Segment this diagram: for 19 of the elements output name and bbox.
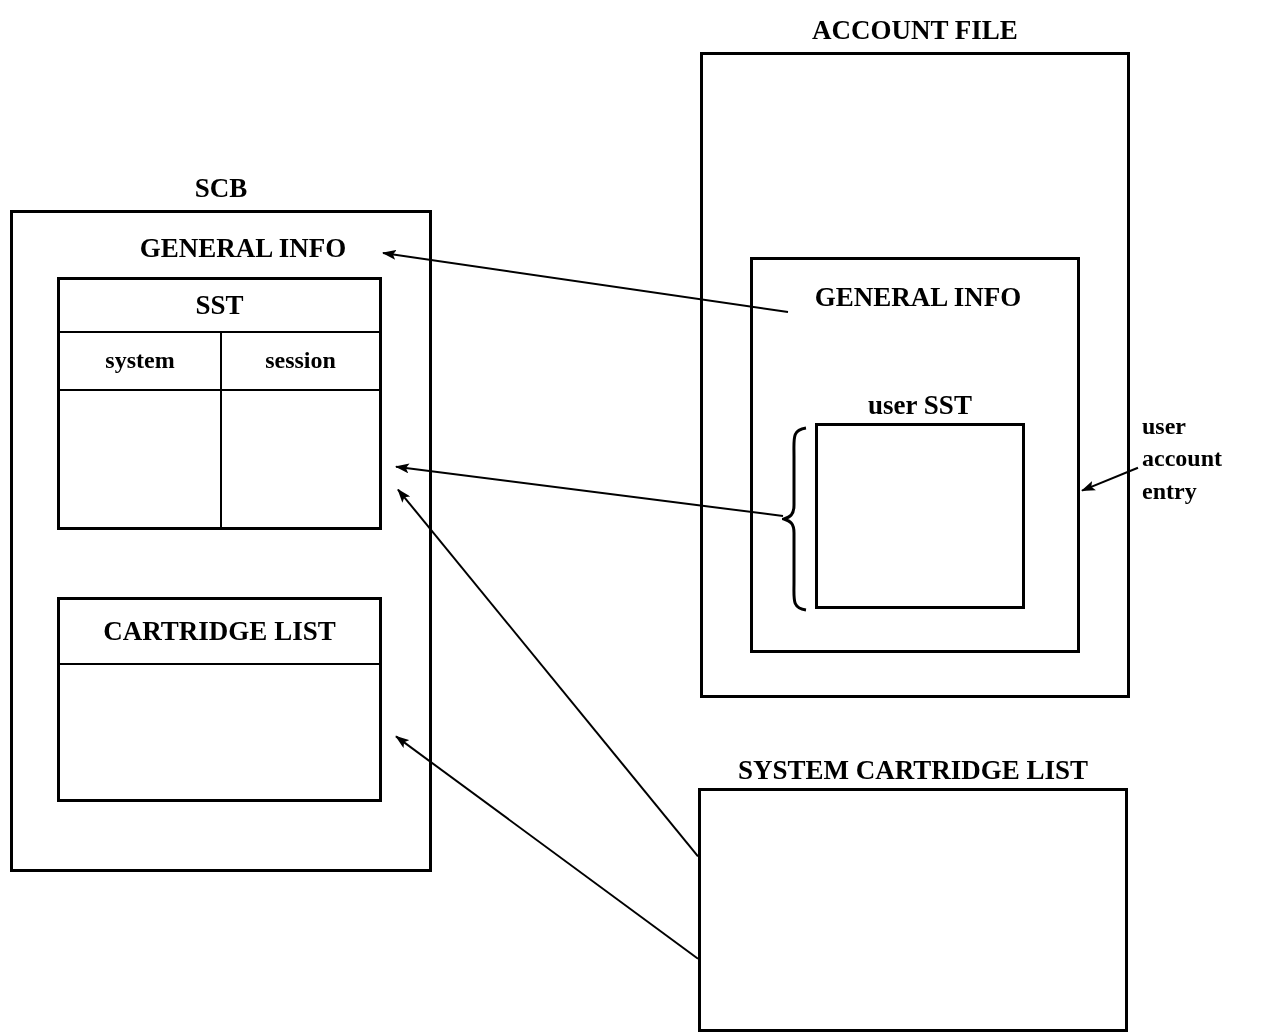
arrow [397,488,699,858]
box-heading: user SST [867,390,973,421]
text-label: GENERAL INFO [813,282,1023,357]
table-header: SST [60,280,379,333]
table-box [57,597,382,802]
table-header: session [222,331,379,391]
table-header: CARTRIDGE LIST [60,600,379,665]
arrow [1081,466,1139,492]
text-label: GENERAL INFO [103,233,383,273]
arrow [395,463,784,517]
box-heading: SCB [193,173,249,204]
box-heading: SYSTEM CARTRIDGE LIST [736,755,1090,786]
arrow [382,249,789,313]
box-heading: ACCOUNT FILE [811,15,1019,46]
entry-box [750,257,1080,653]
text-label: user account entry [1142,410,1252,515]
table-box [57,277,382,530]
arrow [395,735,699,960]
table-header: system [60,331,220,391]
